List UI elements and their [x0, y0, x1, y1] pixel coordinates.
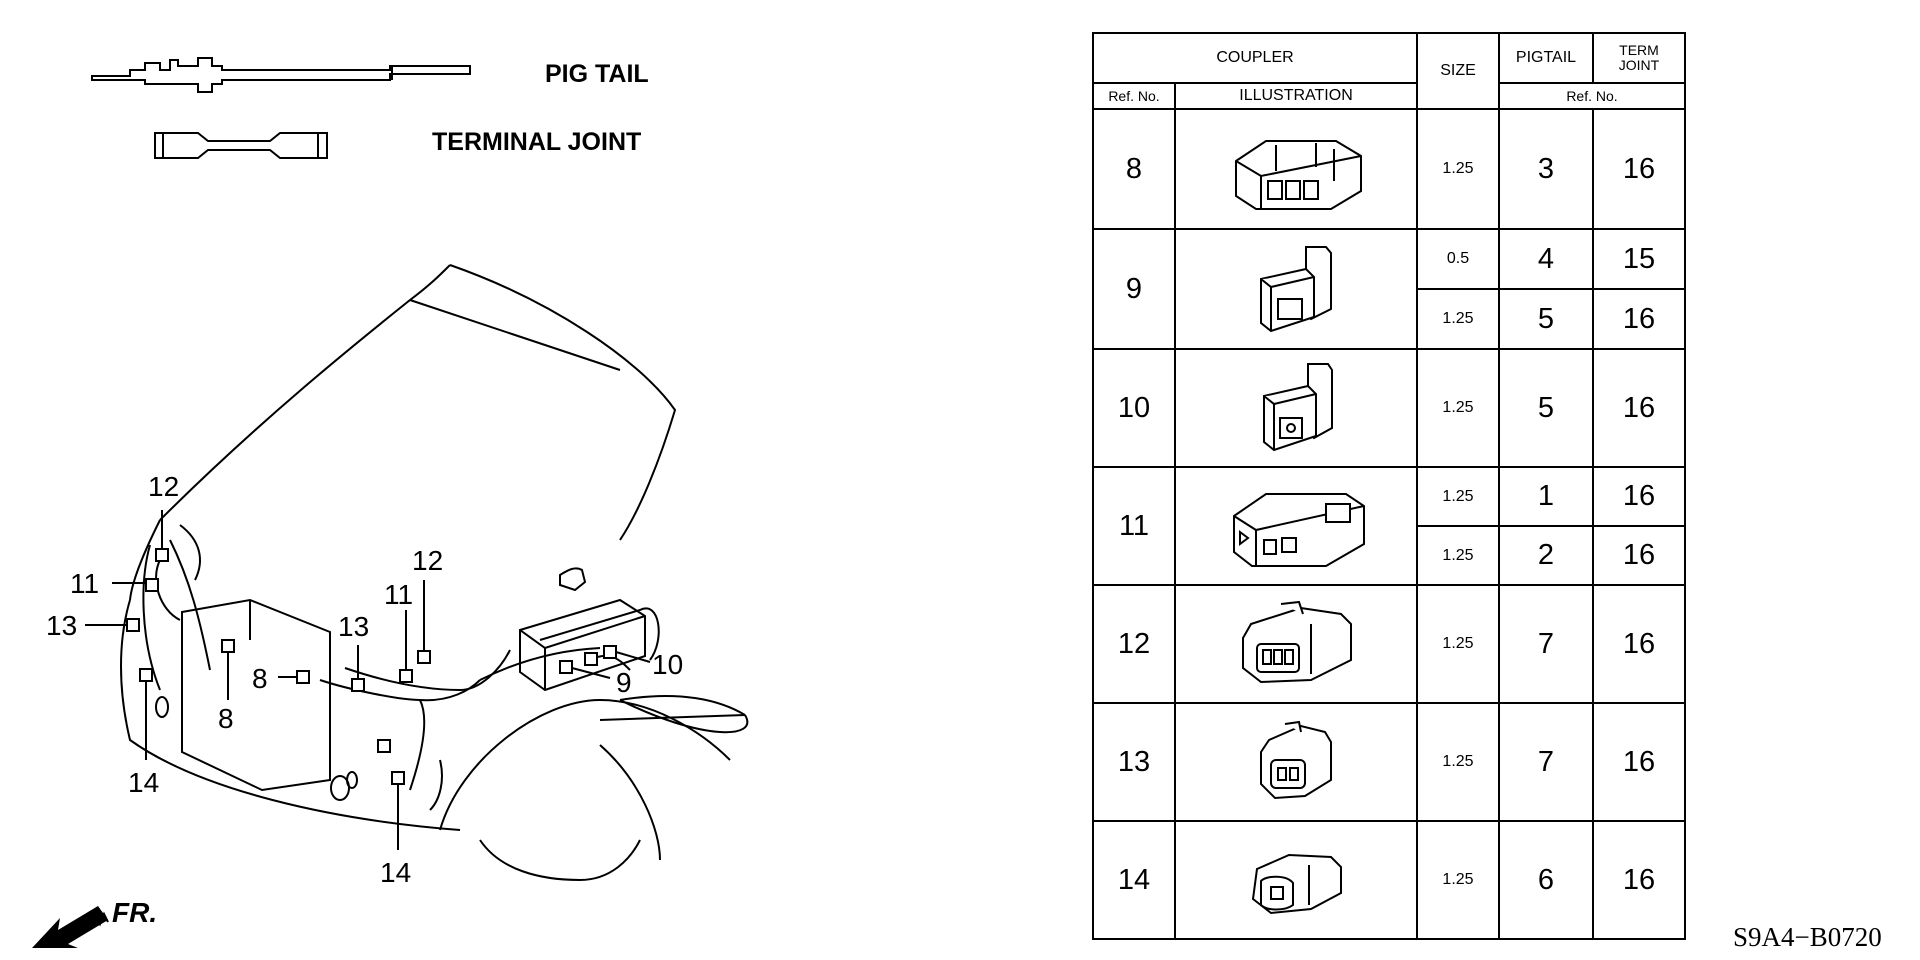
term-joint-cell: 16 [1592, 108, 1686, 230]
term-joint-cell: 16 [1592, 820, 1686, 940]
connector-marker-10 [603, 645, 617, 659]
term-joint-cell: 16 [1592, 466, 1686, 527]
car-body-illustration [120, 264, 749, 882]
size-header: SIZE [1416, 32, 1500, 110]
connector-marker-9b [584, 652, 598, 666]
connector-marker-11-left [145, 578, 159, 592]
coupler-14-icon [1251, 853, 1342, 915]
pigtail-label: PIG TAIL [545, 60, 649, 88]
callout-9: 9 [616, 667, 632, 698]
callout-8-left: 8 [218, 703, 234, 734]
pigtail-cell: 3 [1498, 108, 1594, 230]
ref-cell: 9 [1092, 228, 1176, 350]
connector-marker-11-mid [399, 669, 413, 683]
pigtail-cell: 7 [1498, 702, 1594, 822]
connector-marker-8-left [221, 639, 235, 653]
terminal-joint-label: TERMINAL JOINT [432, 128, 641, 156]
leader-lines [85, 510, 651, 850]
connector-marker-14-a [377, 739, 391, 753]
ref-cell: 11 [1092, 466, 1176, 586]
table-row: 11 1.25 1 16 [1092, 466, 1686, 586]
front-arrow-icon [32, 906, 109, 948]
illustration-header: ILLUSTRATION [1174, 82, 1418, 110]
ref-cell: 12 [1092, 584, 1176, 704]
connector-marker-14-left [139, 668, 153, 682]
callout-11-left: 11 [70, 568, 99, 599]
callout-8-right: 8 [252, 663, 268, 694]
pigtail-cell: 7 [1498, 584, 1594, 704]
coupler-8-icon [1235, 140, 1362, 210]
pigtail-icon [91, 57, 471, 93]
pigtail-cell: 5 [1498, 348, 1594, 468]
table-row: 9 0.5 4 15 [1092, 228, 1686, 350]
table-row: 1.25 2 16 [1093, 525, 1686, 586]
coupler-11-icon [1233, 493, 1365, 567]
diagram-code: S9A4−B0720 [1733, 922, 1882, 952]
size-cell: 1.25 [1416, 525, 1500, 586]
ref-cell: 13 [1092, 702, 1176, 822]
coupler-10-icon [1263, 363, 1333, 452]
table-row: 13 1.25 7 16 [1092, 702, 1686, 822]
ref-cell: 10 [1092, 348, 1176, 468]
ref-no-sub-header: Ref. No. [1498, 82, 1686, 110]
table-row: 1.25 5 16 [1093, 288, 1686, 350]
size-cell: 1.25 [1416, 108, 1500, 230]
connector-marker-12-left [155, 548, 169, 562]
callout-10: 10 [652, 649, 683, 680]
size-cell: 1.25 [1416, 584, 1500, 704]
connector-marker-14-b [391, 771, 405, 785]
size-cell: 1.25 [1416, 348, 1500, 468]
connector-marker-13-left [126, 618, 140, 632]
ref-cell: 14 [1092, 820, 1176, 940]
pigtail-cell: 1 [1498, 466, 1594, 527]
ref-cell: 8 [1092, 108, 1176, 230]
ref-no-header: Ref. No. [1092, 82, 1176, 110]
size-cell: 1.25 [1416, 702, 1500, 822]
pigtail-header: PIGTAIL [1498, 32, 1594, 84]
callout-13-left: 13 [46, 610, 77, 641]
coupler-13-icon [1260, 720, 1332, 800]
callout-12-left: 12 [148, 471, 179, 502]
table-row: 14 1.25 6 16 [1092, 820, 1686, 940]
connector-marker-9 [559, 660, 573, 674]
size-cell: 1.25 [1416, 288, 1500, 350]
size-cell: 1.25 [1416, 820, 1500, 940]
pigtail-cell: 2 [1498, 525, 1594, 586]
terminal-joint-icon [154, 132, 328, 159]
table-row: 8 1.25 3 16 [1092, 108, 1686, 230]
term-joint-cell: 16 [1592, 288, 1686, 350]
callout-11-mid: 11 [384, 579, 413, 610]
coupler-header: COUPLER [1092, 32, 1418, 84]
size-cell: 0.5 [1416, 228, 1500, 290]
term-joint-cell: 15 [1592, 228, 1686, 290]
size-cell: 1.25 [1416, 466, 1500, 527]
connector-marker-8-right [296, 670, 310, 684]
connector-marker-12-mid [417, 650, 431, 664]
table-row: 12 1.25 7 16 [1092, 584, 1686, 704]
term-joint-cell: 16 [1592, 702, 1686, 822]
pigtail-cell: 4 [1498, 228, 1594, 290]
coupler-9-icon [1260, 246, 1332, 333]
direction-label: FR. [112, 897, 157, 928]
coupler-12-icon [1242, 600, 1352, 684]
connector-marker-13-mid [351, 678, 365, 692]
callout-13-mid: 13 [338, 611, 369, 642]
table-row: 10 1.25 5 16 [1092, 348, 1686, 468]
term-joint-cell: 16 [1592, 525, 1686, 586]
term-joint-cell: 16 [1592, 584, 1686, 704]
pigtail-cell: 6 [1498, 820, 1594, 940]
connector-markers [126, 548, 617, 785]
callout-12-mid: 12 [412, 545, 443, 576]
term-joint-cell: 16 [1592, 348, 1686, 468]
pigtail-cell: 5 [1498, 288, 1594, 350]
callout-14-mid: 14 [380, 857, 411, 888]
callout-14-left: 14 [128, 767, 159, 798]
